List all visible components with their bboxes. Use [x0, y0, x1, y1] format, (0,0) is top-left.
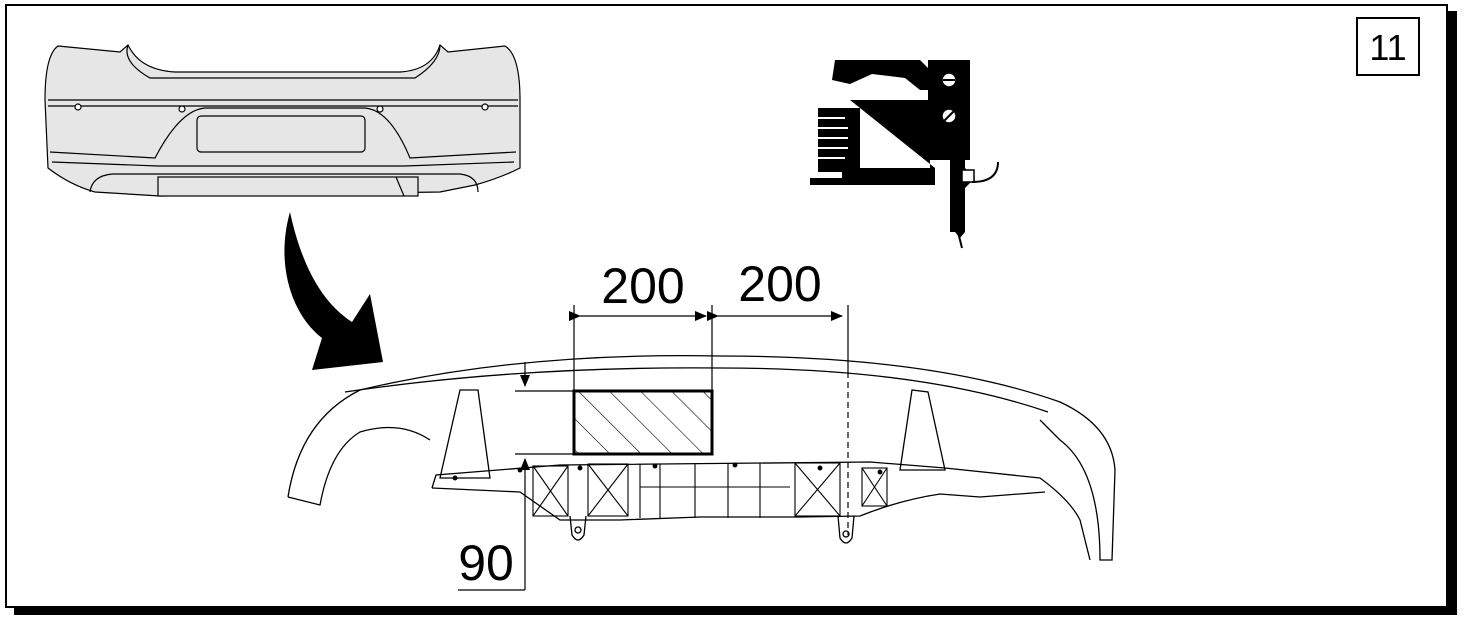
jigsaw-icon	[810, 60, 999, 249]
rear-bumper-illustration	[44, 43, 521, 197]
dimension-label-cutout-width: 200	[601, 258, 684, 314]
dimension-lines	[458, 305, 849, 591]
cutout-area	[572, 389, 714, 456]
curved-arrow-icon	[284, 212, 383, 370]
dimension-label-cutout-height: 90	[458, 535, 514, 591]
diffuser-drawing	[287, 354, 1116, 561]
step-number-box: 11	[1356, 17, 1420, 76]
step-number: 11	[1369, 27, 1406, 68]
dimension-label-cutout-offset: 200	[738, 256, 821, 312]
